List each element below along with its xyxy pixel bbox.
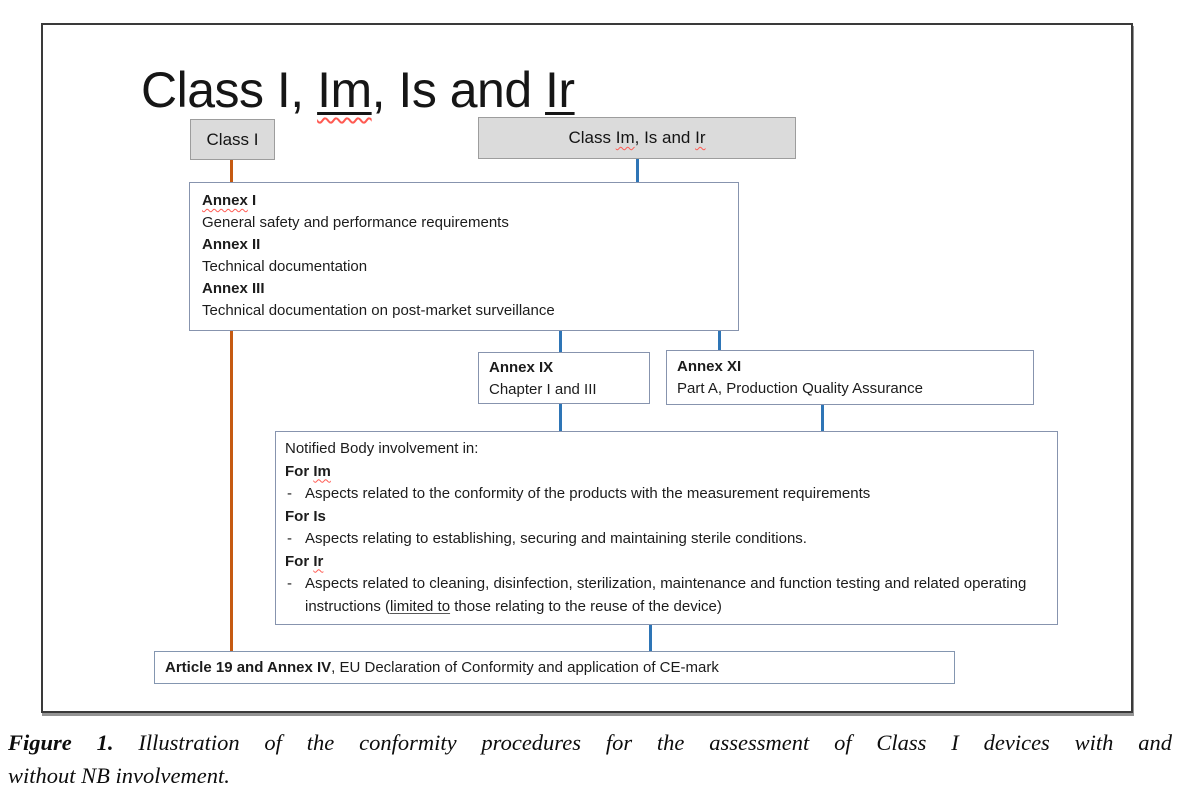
caption-figure-label: Figure 1. [8,730,114,755]
classim-pre: Class [568,128,616,147]
title-ir-underlined: Ir [545,62,575,118]
nb-for-im: For Im [285,461,1043,484]
annex-i-numeral: I [247,192,257,209]
classim-ir: Ir [695,128,706,147]
classim-mid: , Is and [634,128,696,147]
nb-bullet-ir-pre: Aspects related to cleaning, disinfectio… [305,575,1027,615]
title-text: Class I, [141,62,318,118]
annex9-to-nb-line [559,403,562,456]
nb-intro: Notified Body involvement in: [285,440,479,457]
title-mid: , Is and [371,62,546,118]
annex9-body: Chapter I and III [489,381,597,398]
nb-for-is: For Is [285,506,1043,529]
nb-bullet-ir-post: those relating to the reuse of the devic… [450,597,722,615]
article19-text: Article 19 and Annex IV, EU Declaration … [165,659,719,676]
nb-bullet-ir-text: Aspects related to cleaning, disinfectio… [305,573,1043,618]
class1-box: Class I [190,119,275,160]
classim-label: Class Im, Is and Ir [569,128,706,148]
annex11-heading: Annex XI [677,358,742,375]
nb-bullet-is: - Aspects relating to establishing, secu… [285,528,1043,551]
figure-caption: Figure 1. Illustration of the conformity… [8,726,1172,792]
diagram-title: Class I, Im, Is and Ir [141,61,575,119]
bullet-dash: - [287,485,292,502]
annex-iii-heading: Annex III [202,280,265,297]
classim-box: Class Im, Is and Ir [478,117,796,159]
class1-path-line [230,160,233,674]
annex-ii-heading: Annex II [202,236,261,253]
nb-bullet-im-text: Aspects related to the conformity of the… [305,485,871,502]
bullet-dash: - [287,530,292,547]
nb-for-im-pre: For [285,462,314,480]
annex-requirements-box: Annex I General safety and performance r… [189,182,739,331]
notified-body-box: Notified Body involvement in: For Im - A… [275,431,1058,625]
nb-for-ir-pre: For [285,552,314,570]
nb-for-is-term: Is [313,507,326,525]
nb-to-article19-line [649,624,652,653]
caption-line1-text: Illustration of the conformity procedure… [138,730,1173,755]
annex-i-heading: Annex I [202,190,726,212]
annex9-heading: Annex IX [489,359,554,376]
caption-line1: Figure 1. Illustration of the conformity… [8,726,1172,759]
annex-iii-body: Technical documentation on post-market s… [202,302,555,319]
classim-im: Im [615,128,635,147]
nb-bullet-im: - Aspects related to the conformity of t… [285,483,1043,506]
article19-box: Article 19 and Annex IV, EU Declaration … [154,651,955,684]
annex-i-word: Annex [202,192,248,209]
bullet-dash: - [287,575,292,592]
title-im: Im [317,62,372,118]
class1-label: Class I [206,129,259,149]
nb-for-ir: For Ir [285,551,1043,574]
nb-bullet-is-text: Aspects relating to establishing, securi… [305,530,807,547]
caption-line2: without NB involvement. [8,763,230,788]
article19-bold: Article 19 and Annex IV [165,659,332,676]
annex-i-body: General safety and performance requireme… [202,214,509,231]
nb-for-im-term: Im [313,462,331,480]
title-ir: Ir [545,62,575,118]
nb-bullet-ir-underlined: limited to [390,597,451,615]
annex-ii-body: Technical documentation [202,258,368,275]
nb-bullet-ir: - Aspects related to cleaning, disinfect… [285,573,1043,618]
nb-for-ir-term: Ir [313,552,324,570]
diagram-frame: Class I, Im, Is and Ir Class I Class Im,… [41,23,1133,713]
annex11-box: Annex XI Part A, Production Quality Assu… [666,350,1034,405]
article19-rest: , EU Declaration of Conformity and appli… [331,659,719,676]
annex11-to-nb-line [821,404,824,456]
nb-for-is-pre: For [285,507,314,525]
title-im-underlined: Im [317,62,372,118]
annex9-box: Annex IX Chapter I and III [478,352,650,404]
annex11-body: Part A, Production Quality Assurance [677,380,923,397]
